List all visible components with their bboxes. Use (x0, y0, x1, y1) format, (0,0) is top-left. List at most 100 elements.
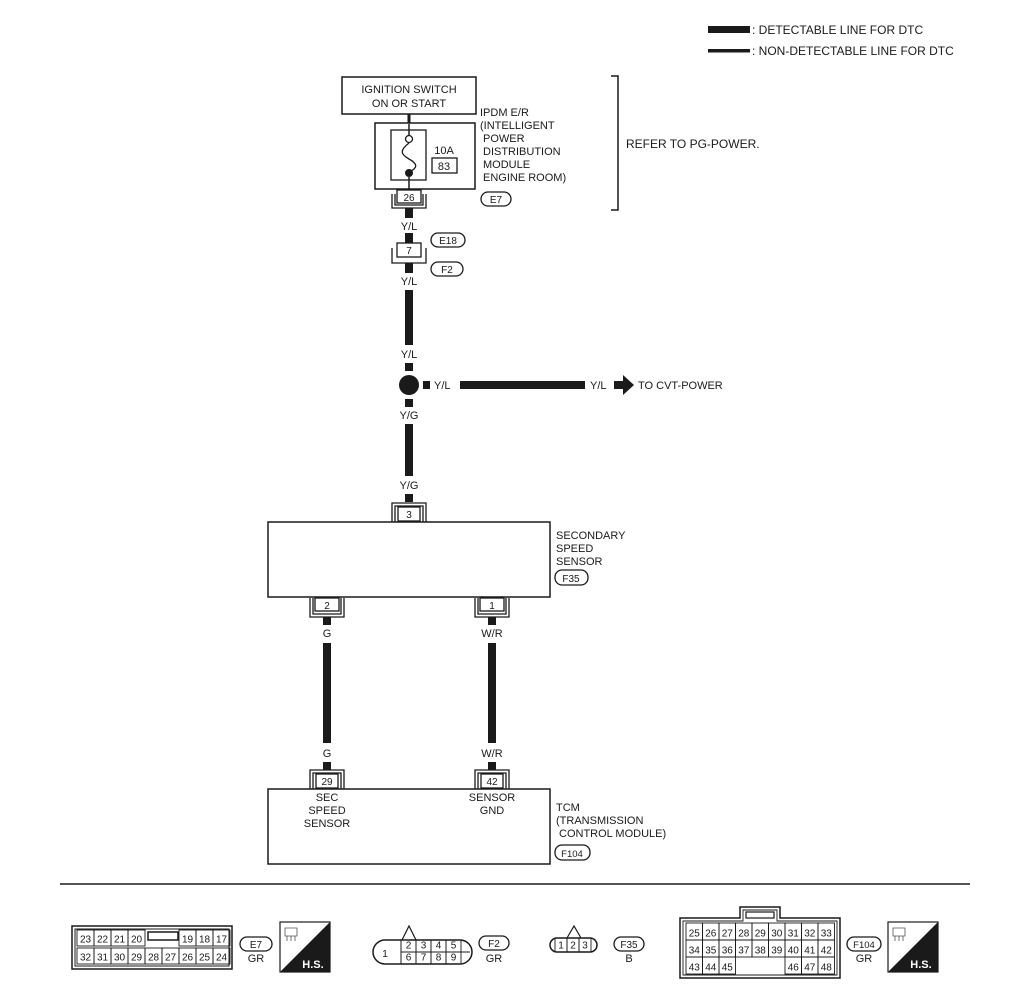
sensor-terminal-1-box (479, 597, 505, 612)
sensor-label-2: SPEED (556, 543, 593, 555)
splice-point (399, 375, 419, 395)
terminal-26-box (396, 189, 422, 204)
f104-pin-41: 41 (804, 946, 816, 957)
ignition-switch-box (341, 76, 477, 115)
f2-pin-8: 8 (436, 953, 442, 964)
f104-pin-46: 46 (788, 963, 800, 974)
f104-pin-48: 48 (821, 963, 833, 974)
refer-bracket: REFER TO PG-POWER. (611, 75, 760, 211)
wire-label-wr-2: W/R (481, 748, 502, 760)
branch-wire (460, 381, 585, 389)
tcm-label-1: TCM (556, 802, 580, 814)
f104-pin-25: 25 (689, 929, 701, 940)
hs-badge-f104: H.S. (887, 921, 939, 973)
fuse-terminal-closed (405, 169, 413, 177)
f35-view-id: F35 (620, 940, 638, 951)
secondary-speed-sensor: 3 SECONDARY SPEED SENSOR F35 2 1 (267, 502, 626, 618)
f104-housing (679, 906, 841, 979)
hs-badge-f104-text: H.S. (910, 959, 931, 971)
e7-pin-24: 24 (216, 953, 228, 964)
sensor-label-1: SECONDARY (556, 530, 626, 542)
pin-label-sensor: SENSOR (304, 818, 351, 830)
f2-pin-2: 2 (406, 941, 412, 952)
connector-tag-f104 (554, 844, 591, 861)
legend-detectable-label: : DETECTABLE LINE FOR DTC (752, 23, 923, 37)
e7-view-id: E7 (250, 940, 263, 951)
f2-pin-5: 5 (451, 941, 457, 952)
f104-pin-36: 36 (722, 946, 734, 957)
ignition-switch-line1: IGNITION SWITCH (361, 84, 456, 96)
legend: : DETECTABLE LINE FOR DTC : NON-DETECTAB… (708, 23, 954, 58)
f2-pin-6: 6 (406, 953, 412, 964)
ipdm-er: 10A 83 IPDM E/R (INTELLIGENT POWER DISTR… (374, 107, 566, 209)
f2-pin-4: 4 (436, 941, 442, 952)
fuse-icon (401, 142, 417, 173)
f104-pin-35: 35 (705, 946, 717, 957)
legend-non-detectable-label: : NON-DETECTABLE LINE FOR DTC (752, 44, 954, 58)
joint-terminal-7: 7 (406, 246, 412, 257)
detectable-wire-yl (405, 290, 413, 345)
f104-tag (846, 936, 882, 952)
tcm-terminal-29-box (315, 773, 339, 789)
f104-pin-32: 32 (804, 929, 816, 940)
connector-f2-label: F2 (441, 265, 453, 276)
f104-pin-40: 40 (788, 946, 800, 957)
sensor-terminal-3-box (397, 506, 421, 522)
wire-label-wr-1: W/R (481, 628, 502, 640)
detectable-wire-yg (405, 424, 413, 476)
connector-harness-icon (284, 927, 298, 941)
pin-label-sensor-gnd-2: GND (480, 805, 505, 817)
connector-e18-label: E18 (439, 236, 457, 247)
e7-pin-23: 23 (80, 935, 92, 946)
connector-tag-e18 (430, 232, 466, 248)
f104-pin-29: 29 (755, 929, 767, 940)
tcm-label-2: (TRANSMISSION (556, 815, 643, 827)
e7-pin-19: 19 (182, 935, 194, 946)
f104-pin-44: 44 (705, 963, 717, 974)
fuse-number: 83 (438, 161, 450, 173)
connector-f35-label: F35 (562, 574, 580, 585)
bracket (611, 75, 619, 211)
e7-pin-18: 18 (199, 935, 211, 946)
sensor-box (267, 521, 551, 598)
f35-pin-1: 1 (558, 941, 564, 952)
f35-view-color: B (625, 953, 632, 965)
pin-label-speed: SPEED (308, 805, 345, 817)
f104-view-id: F104 (853, 940, 875, 951)
e7-tag (239, 936, 273, 952)
f35-tag (613, 936, 645, 952)
e7-pin-30: 30 (114, 953, 126, 964)
connector-f104-label: F104 (561, 849, 583, 860)
ipdm-label-5: MODULE (483, 159, 530, 171)
f104-pin-31: 31 (788, 929, 800, 940)
sensor-terminal-3: 3 (406, 510, 412, 521)
wire-label-yg-2: Y/G (400, 480, 419, 492)
ipdm-label-2: (INTELLIGENT (480, 120, 555, 132)
branch-wire-label-2: Y/L (590, 380, 607, 392)
branch-wire-label-1: Y/L (434, 380, 451, 392)
fuse-terminal-open (404, 134, 414, 144)
detectable-wire-wr (488, 643, 496, 743)
connector-tag-f35 (554, 569, 589, 586)
terminal-26: 26 (403, 193, 415, 204)
e7-pin-29: 29 (131, 953, 143, 964)
e7-pin-17-cell (212, 929, 231, 947)
connector-tag-e7 (480, 191, 512, 207)
f2-view-color: GR (486, 953, 503, 965)
fuse-number-box (431, 157, 458, 174)
f104-latch (745, 911, 775, 919)
f2-pin-9-cell (445, 951, 462, 965)
ipdm-label-4: DISTRIBUTION (483, 146, 561, 158)
ipdm-label-1: IPDM E/R (480, 107, 529, 119)
f104-pin-45-cell (718, 956, 736, 975)
f104-pin-48-cell (817, 956, 835, 975)
connector-tag-f2 (430, 261, 464, 277)
f104-pin-43: 43 (689, 963, 701, 974)
wire-label-yl-2: Y/L (401, 276, 418, 288)
e7-pin-28: 28 (148, 953, 160, 964)
main-harness: Y/L 7 E18 F2 Y/L Y/L Y/L Y/L TO CVT-POWE… (391, 208, 723, 502)
